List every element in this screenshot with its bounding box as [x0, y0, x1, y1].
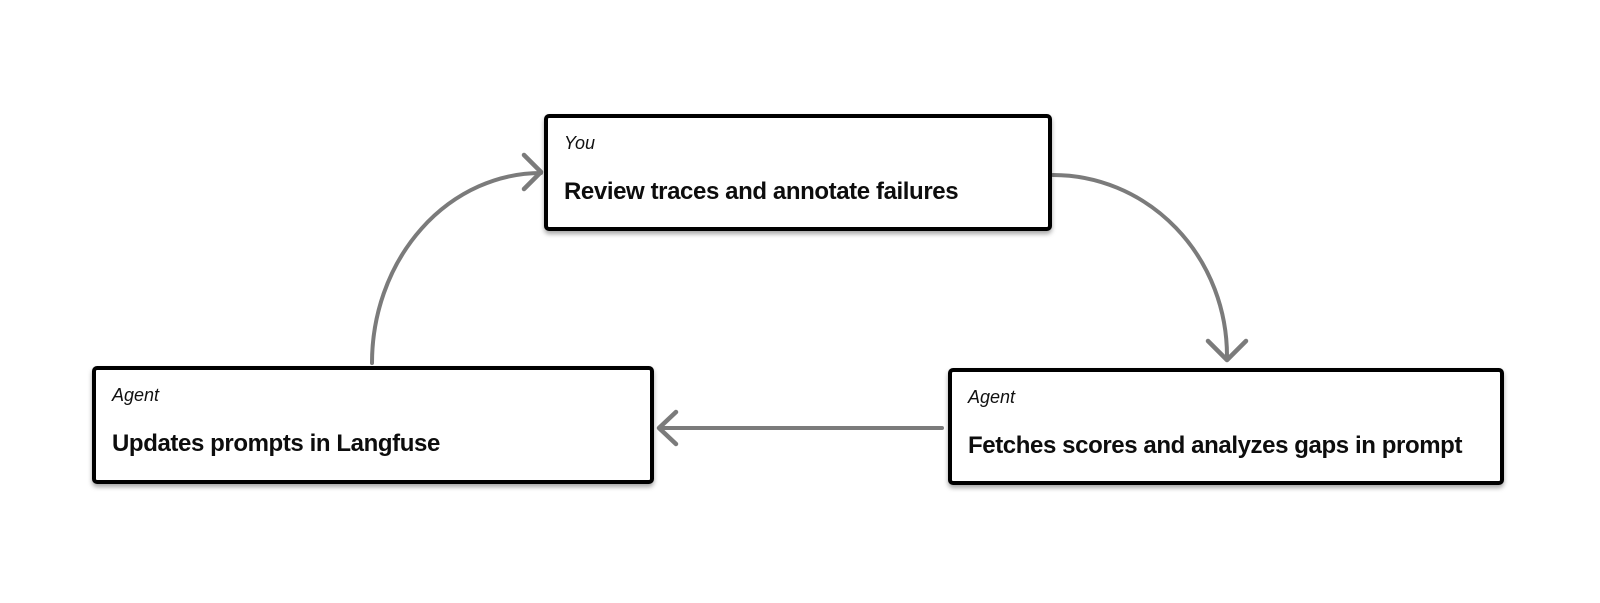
node-agent-fetches: Agent Fetches scores and analyzes gaps i… — [948, 368, 1504, 485]
node-title: Review traces and annotate failures — [564, 178, 959, 205]
node-role-label: Agent — [968, 387, 1016, 407]
node-title: Fetches scores and analyzes gaps in prom… — [968, 432, 1463, 459]
node-you-review: You Review traces and annotate failures — [544, 114, 1052, 231]
node-role-label: You — [564, 133, 596, 153]
arrowhead-down-icon — [1205, 338, 1249, 363]
node-role-label: Agent — [112, 385, 160, 405]
arrowhead-left-icon — [656, 409, 679, 447]
arrowhead-right-icon — [521, 152, 544, 192]
node-agent-updates: Agent Updates prompts in Langfuse — [92, 366, 654, 484]
arrow-review-to-fetches — [1051, 173, 1229, 358]
node-title: Updates prompts in Langfuse — [112, 430, 440, 457]
arrow-updates-to-review — [370, 171, 543, 365]
